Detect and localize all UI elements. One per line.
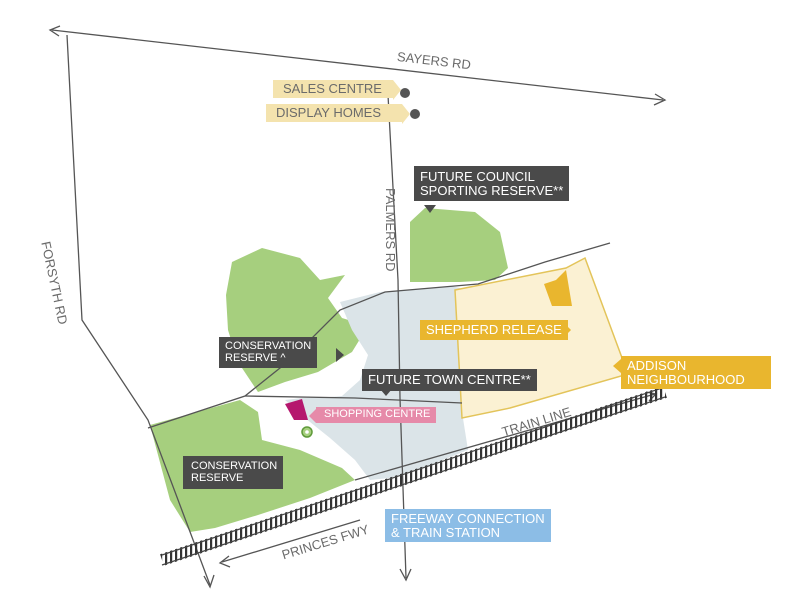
shopping-centre-icon-core	[305, 430, 309, 434]
conservation-south-line2: RESERVE	[191, 471, 244, 484]
addison-line1: ADDISON	[627, 358, 687, 373]
forsyth-rd-line	[66, 34, 211, 586]
addison-neighbourhood-pointer	[613, 359, 621, 373]
sporting-reserve-area	[410, 208, 508, 282]
sales-centre-pointer	[393, 80, 401, 100]
sayers-rd-line	[51, 29, 664, 101]
palmers-rd-arrow	[399, 568, 412, 582]
forsyth-rd-arrow	[203, 574, 215, 589]
display-homes-label: DISPLAY HOMES	[266, 104, 402, 122]
railway	[160, 386, 667, 566]
shepherd-release-marker	[544, 270, 572, 306]
conservation-north-pointer	[336, 348, 344, 362]
princes-fwy-direction	[221, 519, 361, 563]
freeway-line2: & TRAIN STATION	[391, 524, 501, 540]
addison-neighbourhood-label: ADDISON NEIGHBOURHOOD	[621, 356, 771, 390]
conservation-reserve-north-area	[226, 248, 368, 392]
sporting-reserve-pointer	[424, 205, 436, 213]
sporting-reserve-line1: FUTURE COUNCIL	[420, 169, 535, 184]
conservation-south-line1: CONSERVATION	[191, 460, 278, 472]
freeway-connection-label: FREEWAY CONNECTION & TRAIN STATION	[385, 509, 551, 543]
future-town-centre-pointer	[380, 389, 392, 396]
conservation-north-line2: RESERVE ^	[225, 351, 286, 364]
sayers-rd-arrow-west	[48, 25, 61, 37]
future-town-centre-text: FUTURE TOWN CENTRE**	[368, 372, 531, 387]
display-homes-text: DISPLAY HOMES	[276, 105, 381, 120]
sales-centre-label: SALES CENTRE	[273, 80, 393, 98]
shopping-centre-text: SHOPPING CENTRE	[324, 408, 431, 420]
shopping-centre-block	[285, 399, 308, 420]
sporting-reserve-label: FUTURE COUNCIL SPORTING RESERVE**	[414, 166, 570, 202]
addison-line2: NEIGHBOURHOOD	[627, 371, 745, 387]
conservation-south-label: CONSERVATION RESERVE	[183, 456, 284, 490]
palmers-rd-line	[387, 94, 407, 579]
sales-centre-text: SALES CENTRE	[283, 81, 382, 96]
conservation-north-label: CONSERVATION RESERVE ^	[219, 337, 318, 369]
shopping-centre-label: SHOPPING CENTRE	[316, 407, 437, 423]
roads	[48, 25, 667, 589]
freeway-line1: FREEWAY CONNECTION	[391, 511, 545, 526]
sales-centre-dot	[400, 88, 410, 98]
shopping-centre-pointer	[309, 409, 316, 423]
town-centre-road-line	[244, 395, 463, 404]
princes-fwy-arrow	[218, 555, 231, 568]
future-town-centre-label: FUTURE TOWN CENTRE**	[362, 369, 537, 391]
shepherd-release-text: SHEPHERD RELEASE	[426, 322, 562, 337]
shepherd-release-pointer	[563, 322, 571, 338]
palmers-rd-label: PALMERS RD	[383, 188, 398, 272]
conservation-north-line1: CONSERVATION	[225, 340, 312, 352]
sporting-reserve-line2: SPORTING RESERVE**	[420, 182, 564, 198]
east-west-road-line	[147, 242, 611, 429]
shepherd-release-label: SHEPHERD RELEASE	[420, 320, 568, 340]
display-homes-pointer	[402, 104, 410, 124]
display-homes-dot	[410, 109, 420, 119]
sayers-rd-arrow-east	[653, 93, 667, 106]
